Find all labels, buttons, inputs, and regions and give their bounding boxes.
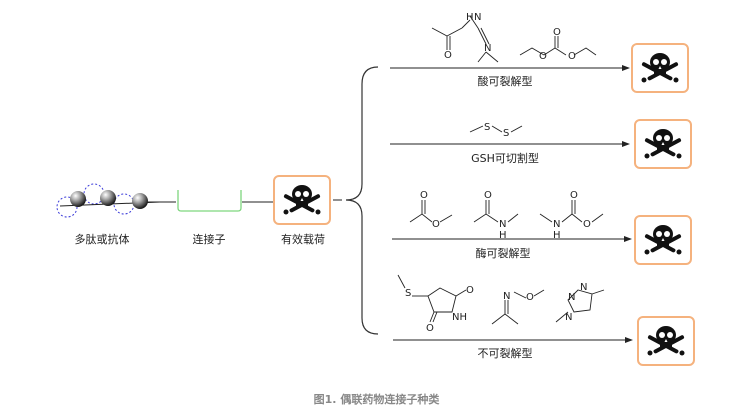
gsh-structure (469, 125, 523, 133)
curly-brace (345, 66, 379, 335)
enzyme-structures (409, 200, 604, 223)
svg-text:S: S (405, 288, 411, 299)
arrow-enzyme (392, 236, 632, 242)
skull-crossbones-icon (647, 326, 685, 356)
svg-text:N: N (565, 312, 572, 323)
svg-text:O: O (432, 219, 440, 230)
linker-label: 连接子 (192, 233, 226, 246)
svg-text:O: O (484, 190, 492, 201)
skull-crossbones-icon (644, 129, 682, 159)
svg-text:S: S (503, 128, 509, 139)
svg-text:O: O (444, 50, 452, 61)
arrow-noncleavable (393, 337, 633, 343)
svg-text:N: N (568, 292, 575, 303)
gsh-cleavable-label: GSH可切割型 (471, 152, 539, 165)
payload-box-noncleavable (637, 316, 695, 366)
antibody-chain (56, 183, 176, 218)
antibody-label: 多肽或抗体 (74, 233, 130, 246)
svg-text:NH: NH (452, 312, 467, 323)
gsh-atom-labels: S S (484, 122, 509, 139)
acid-atom-labels: H N N O O O O (444, 12, 576, 62)
svg-text:N: N (503, 291, 510, 302)
svg-text:O: O (583, 219, 591, 230)
svg-text:N: N (553, 219, 560, 230)
payload-label: 有效载荷 (281, 233, 325, 246)
enzyme-atom-labels: O O O N H N H O O (420, 190, 591, 241)
svg-text:N: N (484, 43, 491, 54)
svg-text:O: O (426, 323, 434, 334)
acid-structures (431, 15, 597, 63)
svg-text:O: O (420, 190, 428, 201)
skull-crossbones-icon (283, 185, 321, 215)
skull-crossbones-icon (644, 225, 682, 255)
svg-text:O: O (539, 51, 547, 62)
linker-bracket (177, 190, 273, 212)
arrow-gsh (390, 141, 630, 147)
svg-text:O: O (570, 190, 578, 201)
svg-text:O: O (526, 292, 534, 303)
svg-text:N: N (499, 219, 506, 230)
noncleavable-atom-labels: S O O NH N O N N N (405, 282, 587, 334)
payload-box-acid (631, 43, 689, 93)
svg-text:S: S (484, 122, 490, 133)
svg-text:N: N (580, 282, 587, 293)
svg-text:O: O (553, 27, 561, 38)
acid-cleavable-label: 酸可裂解型 (477, 75, 533, 88)
skull-crossbones-icon (641, 53, 679, 83)
payload-box (273, 175, 331, 225)
svg-text:H: H (553, 230, 561, 241)
svg-text:O: O (568, 51, 576, 62)
svg-text:H: H (499, 230, 507, 241)
svg-text:O: O (466, 285, 474, 296)
payload-box-gsh (634, 119, 692, 169)
noncleavable-structures (397, 274, 605, 325)
arrow-acid (390, 65, 630, 71)
noncleavable-label: 不可裂解型 (477, 347, 533, 360)
payload-box-enzyme (634, 215, 692, 265)
svg-text:N: N (474, 12, 481, 23)
svg-text:H: H (466, 12, 474, 23)
enzyme-cleavable-label: 酶可裂解型 (475, 247, 531, 260)
figure-caption: 图1. 偶联药物连接子种类 (313, 393, 440, 406)
